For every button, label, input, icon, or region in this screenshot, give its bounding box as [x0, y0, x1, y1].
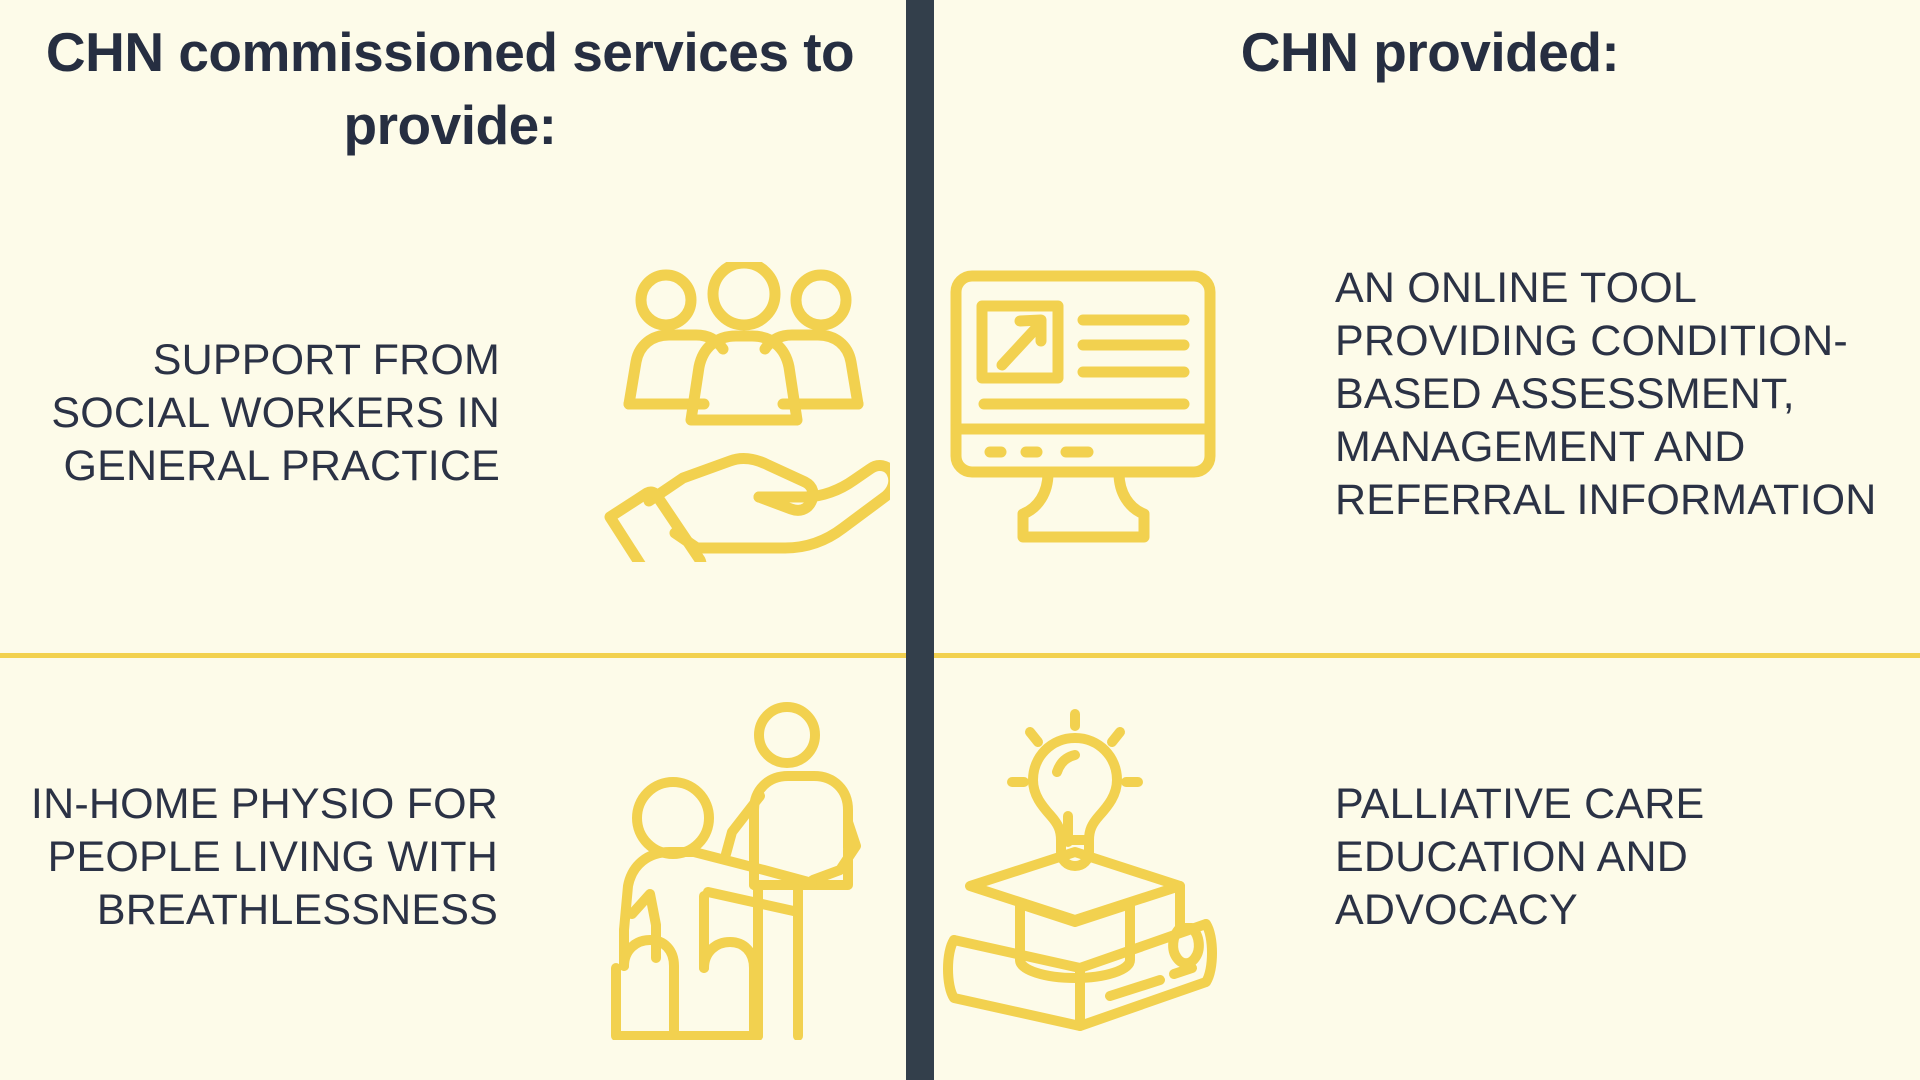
physiotherapy-icon	[608, 700, 868, 1040]
horizontal-divider	[0, 653, 1920, 658]
vertical-divider	[906, 0, 934, 1080]
graduation-cap-books-lightbulb-icon	[930, 700, 1220, 1040]
cell-text-top-left: SUPPORT FROM SOCIAL WORKERS IN GENERAL P…	[51, 336, 500, 490]
heading-left-column: CHN commissioned services to provide:	[45, 21, 855, 156]
desktop-monitor-icon	[948, 262, 1218, 562]
heading-right-column: CHN provided:	[1240, 21, 1620, 83]
people-in-hand-icon	[600, 262, 890, 562]
cell-text-bottom-right: PALLIATIVE CARE EDUCATION AND ADVOCACY	[1335, 780, 1705, 934]
cell-text-bottom-left: IN-HOME PHYSIO FOR PEOPLE LIVING WITH BR…	[30, 780, 498, 934]
cell-text-top-right: AN ONLINE TOOL PROVIDING CONDITION-BASED…	[1335, 264, 1877, 524]
